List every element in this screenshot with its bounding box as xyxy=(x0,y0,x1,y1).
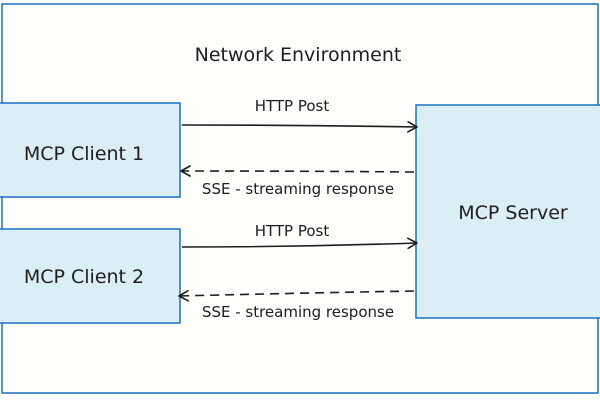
mcp-server-box xyxy=(415,104,600,319)
client-1-response-edge: SSE - streaming response xyxy=(180,165,415,198)
client-2-request-edge: HTTP Post xyxy=(181,222,418,250)
mcp-server-node: MCP Server xyxy=(415,104,600,319)
client-2-request-arrow xyxy=(181,237,418,250)
mcp-server-label: MCP Server xyxy=(458,202,568,224)
client-1-response-label: SSE - streaming response xyxy=(202,180,394,198)
client-1-request-label: HTTP Post xyxy=(255,97,330,115)
client-1-request-arrow xyxy=(181,121,418,133)
client-2-response-label: SSE - streaming response xyxy=(202,303,394,321)
mcp-client-1-label: MCP Client 1 xyxy=(24,143,144,165)
mcp-client-2-label: MCP Client 2 xyxy=(24,266,144,288)
network-environment-label: Network Environment xyxy=(195,44,402,66)
client-1-response-arrow xyxy=(180,165,415,177)
mcp-client-1-node: MCP Client 1 xyxy=(0,102,181,198)
mcp-client-2-node: MCP Client 2 xyxy=(0,228,181,324)
mcp-client-2-box xyxy=(0,228,181,324)
mcp-client-1-box xyxy=(0,102,181,198)
client-2-response-edge: SSE - streaming response xyxy=(178,289,415,321)
client-2-request-label: HTTP Post xyxy=(255,222,330,240)
client-1-request-edge: HTTP Post xyxy=(181,97,418,133)
